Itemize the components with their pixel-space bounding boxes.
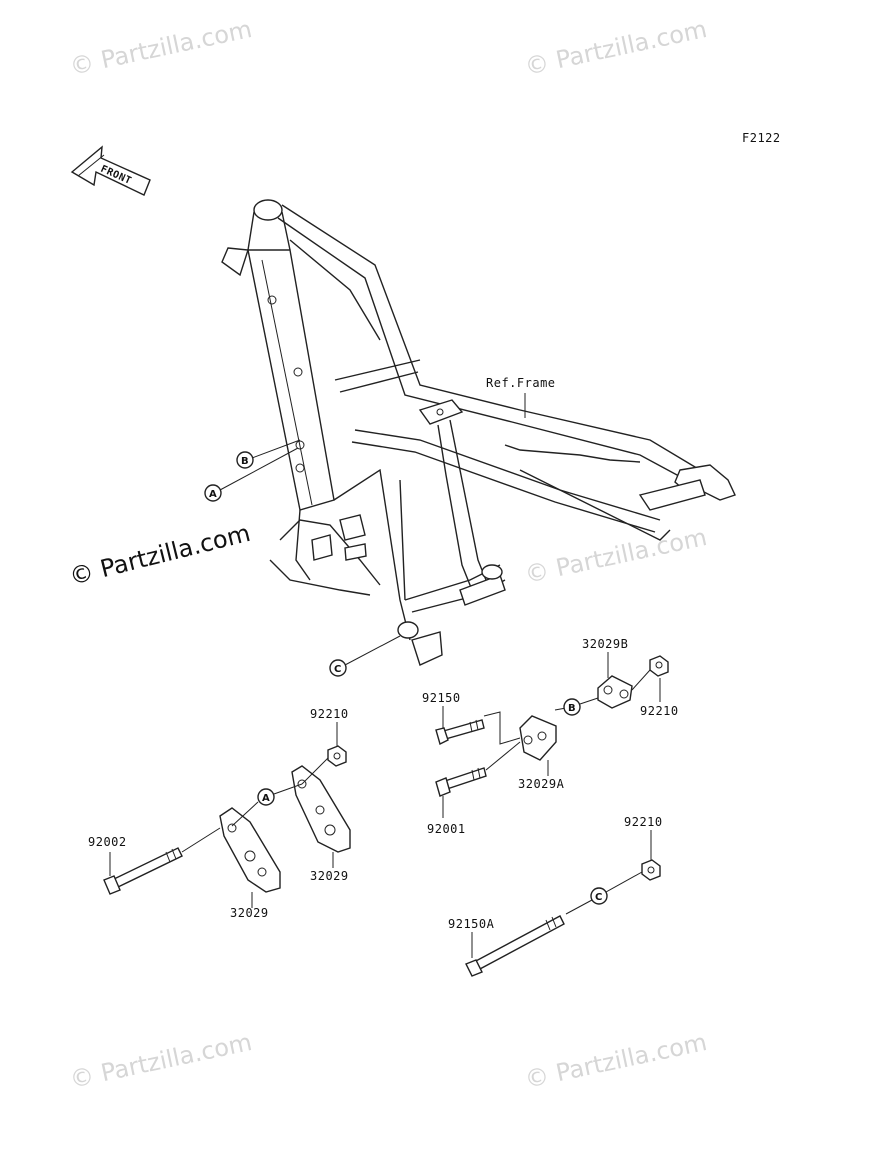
part-92210-nut-low <box>641 830 661 881</box>
figure-code: F2122 <box>742 131 781 145</box>
label-92210-right: 92210 <box>640 704 679 718</box>
part-32029-plate-right <box>291 757 351 868</box>
watermark-bottom-right: © Partzilla.com <box>522 1028 709 1094</box>
part-92210-nut-right <box>631 655 669 702</box>
svg-text:B: B <box>568 703 576 714</box>
watermark-bottom-left: © Partzilla.com <box>67 1028 254 1094</box>
ref-frame-label: Ref.Frame <box>486 376 556 390</box>
label-32029-right: 32029 <box>310 869 349 883</box>
svg-text:A: A <box>209 489 217 500</box>
part-32029B-bracket <box>597 652 633 709</box>
svg-text:C: C <box>595 892 602 903</box>
callout-a-frame: A <box>204 447 299 502</box>
part-32029A-bracket <box>519 715 557 776</box>
label-32029B: 32029B <box>582 637 628 651</box>
label-92150A: 92150A <box>448 917 495 931</box>
label-92002: 92002 <box>88 835 127 849</box>
label-92210-low: 92210 <box>624 815 663 829</box>
label-92150: 92150 <box>422 691 461 705</box>
watermark-top-right: © Partzilla.com <box>522 15 709 81</box>
svg-text:C: C <box>334 664 341 675</box>
label-92001: 92001 <box>427 822 466 836</box>
part-92001-bolt <box>435 741 521 818</box>
front-arrow-icon: FRONT <box>70 145 151 196</box>
part-92002-bolt <box>103 827 221 895</box>
svg-text:A: A <box>262 793 270 804</box>
callout-b-frame: B <box>236 439 301 469</box>
motorcycle-frame <box>221 199 736 666</box>
watermark-top-left: © Partzilla.com <box>67 15 254 81</box>
watermark-mid-right: © Partzilla.com <box>522 523 709 589</box>
part-92150-bolt <box>435 706 521 746</box>
part-92150A-bolt <box>465 915 565 977</box>
watermark-center: © Partzilla.com <box>67 519 253 591</box>
part-32029-plate-left <box>219 807 281 908</box>
callout-c-frame: C <box>329 635 401 677</box>
label-32029A: 32029A <box>518 777 565 791</box>
svg-text:B: B <box>241 456 249 467</box>
label-32029-left: 32029 <box>230 906 269 920</box>
part-92210-nut-top <box>327 722 347 767</box>
callout-c-parts: C <box>565 871 643 915</box>
callout-b-parts: B <box>554 697 599 716</box>
label-92210-top: 92210 <box>310 707 349 721</box>
callout-a-parts: A <box>231 783 303 827</box>
